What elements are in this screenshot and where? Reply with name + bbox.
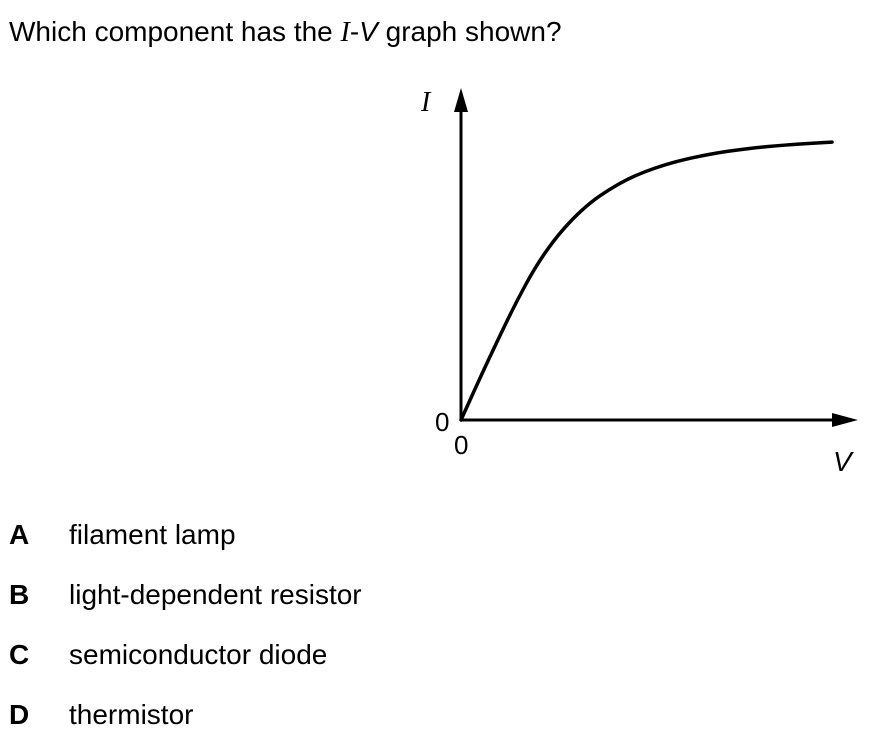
y-axis-label: I: [420, 87, 432, 118]
option-text: filament lamp: [69, 519, 236, 550]
option-letter: C: [9, 639, 30, 670]
option-text: semiconductor diode: [69, 639, 328, 670]
question-var-i: I: [340, 17, 350, 48]
iv-graph: I V 0 0: [420, 87, 858, 477]
question-var-v: V: [359, 16, 378, 47]
option-text: thermistor: [69, 699, 194, 730]
question-suffix: graph shown?: [377, 16, 562, 47]
iv-curve: [459, 140, 834, 422]
x-axis-label: V: [833, 446, 854, 477]
option-letter: D: [9, 699, 30, 730]
x-origin-tick-label: 0: [454, 430, 468, 460]
x-axis-arrowhead: [832, 413, 858, 427]
question-dash: -: [349, 16, 360, 47]
question-text: Which component has the I-V graph shown?: [9, 15, 562, 50]
option-text: light-dependent resistor: [69, 579, 362, 610]
option-letter: B: [9, 579, 30, 610]
y-axis-arrowhead: [454, 88, 468, 112]
y-origin-tick-label: 0: [435, 407, 449, 437]
option-letter: A: [9, 519, 30, 550]
question-prefix: Which component has the: [9, 16, 341, 47]
